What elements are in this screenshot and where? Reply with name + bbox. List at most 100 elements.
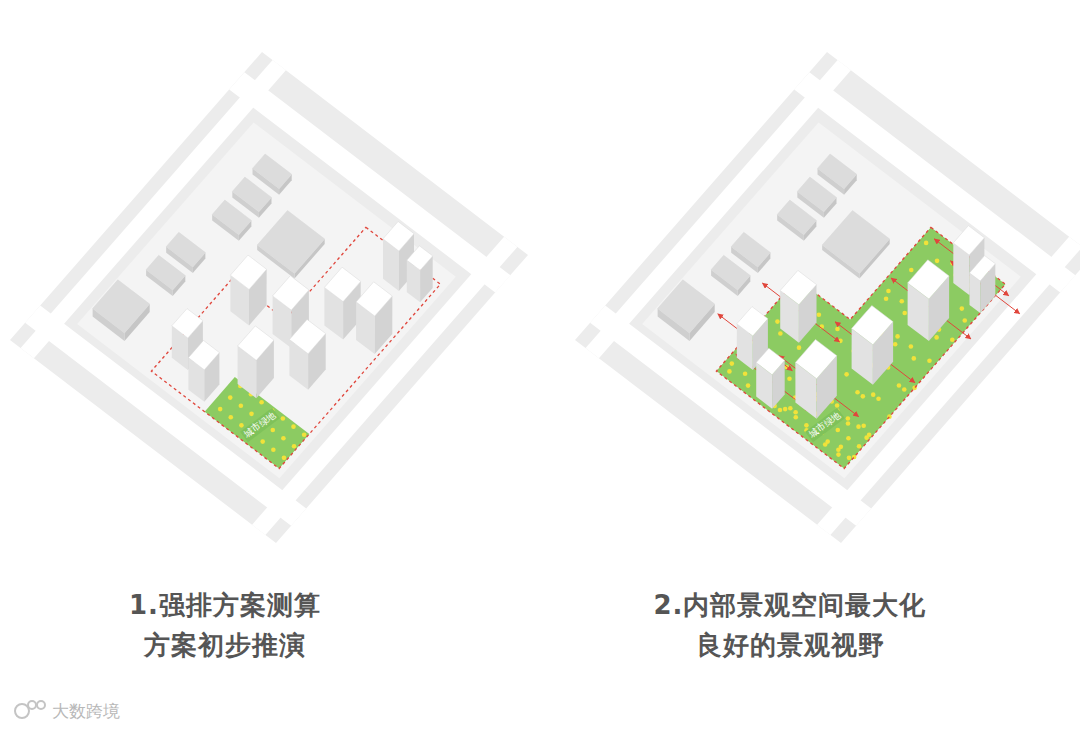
tree-dot	[912, 356, 917, 361]
tree-dot	[902, 387, 907, 392]
tree-dot	[871, 392, 876, 397]
caption-line: 方案初步推演	[144, 628, 306, 663]
caption-line: 良好的景观视野	[696, 628, 885, 663]
tree-dot	[825, 439, 830, 444]
tree-dot	[902, 311, 907, 316]
tree-dot	[239, 423, 244, 428]
building-top	[818, 154, 857, 189]
building-top	[711, 255, 750, 290]
landscape-area	[716, 227, 1005, 468]
ground	[10, 52, 528, 543]
tree-dot	[743, 371, 748, 376]
building-top	[852, 306, 894, 345]
tree-dot	[835, 428, 840, 433]
building-top	[253, 154, 292, 189]
tree-dot	[778, 408, 783, 413]
tree-dot	[876, 396, 881, 401]
building-top	[188, 340, 219, 369]
tree-dot	[861, 424, 866, 429]
building-top	[383, 222, 414, 252]
building-top	[93, 280, 150, 333]
tree-dot	[950, 337, 955, 342]
plan-one	[10, 52, 528, 543]
site-boundary	[151, 227, 440, 468]
tree-dot	[924, 241, 929, 246]
building-top	[737, 307, 768, 336]
tree-dot	[260, 439, 265, 444]
tree-dot	[302, 432, 307, 437]
building-top	[970, 256, 996, 281]
building-top	[257, 211, 325, 274]
building-top	[731, 232, 770, 267]
watermark: 大数跨境	[52, 700, 120, 723]
block	[77, 122, 456, 478]
building-top	[953, 226, 984, 255]
tree-dot	[897, 383, 902, 388]
tree-dot	[893, 342, 898, 347]
tree-dot	[788, 406, 793, 411]
tree-dot	[847, 456, 852, 461]
tree-dot	[281, 416, 286, 421]
building-top	[795, 340, 836, 379]
tree-dot	[817, 312, 822, 317]
tree-dot	[857, 444, 862, 449]
tree-dot	[909, 344, 914, 349]
tree-dot	[867, 432, 872, 437]
building-top	[273, 276, 309, 310]
tree-dot	[884, 297, 889, 302]
tree-dot	[846, 436, 851, 441]
tree-dot	[934, 335, 939, 340]
building-top	[780, 270, 816, 304]
tree-dot	[836, 447, 841, 452]
tree-dot	[962, 318, 967, 323]
tree-dot	[218, 407, 223, 412]
tree-dot	[793, 415, 798, 420]
tree-dot	[727, 369, 732, 374]
building-top	[822, 211, 890, 274]
tree-dot	[249, 412, 254, 417]
building-top	[212, 200, 251, 235]
tree-dot	[846, 416, 851, 421]
tree-dot	[793, 410, 798, 415]
tree-dot	[836, 452, 841, 457]
building-top	[238, 326, 274, 360]
building-top	[407, 246, 433, 270]
tree-dot	[960, 306, 965, 311]
building-top	[232, 177, 271, 212]
block	[642, 122, 1021, 478]
building-top	[289, 319, 325, 353]
tree-dot	[844, 372, 849, 377]
tree-dot	[271, 447, 276, 452]
building-top	[172, 309, 203, 338]
tree-dot	[804, 423, 809, 428]
tree-dot	[909, 268, 914, 273]
tree-dot	[291, 424, 296, 429]
building-top	[797, 177, 836, 212]
tree-dot	[861, 394, 866, 399]
tree-dot	[935, 259, 940, 264]
site-boundary	[716, 227, 1005, 468]
tree-dot	[856, 424, 861, 429]
building-top	[658, 280, 715, 333]
tree-dot	[228, 395, 233, 400]
building-top	[166, 232, 205, 267]
tree-dot	[730, 361, 735, 366]
tree-dot	[239, 403, 244, 408]
tree-dot	[899, 299, 904, 304]
caption-line: 1.强排方案测算	[129, 588, 321, 623]
tree-dot	[886, 289, 891, 294]
tree-dot	[797, 345, 802, 350]
ground	[575, 52, 1080, 543]
tree-dot	[228, 415, 233, 420]
tree-dot	[778, 331, 783, 336]
building-top	[356, 282, 392, 316]
tree-dot	[835, 327, 840, 332]
caption-line: 2.内部景观空间最大化	[654, 588, 927, 623]
tree-dot	[846, 421, 851, 426]
tree-dot	[775, 319, 780, 324]
tree-dot	[787, 377, 792, 382]
tree-dot	[783, 407, 788, 412]
tree-dot	[292, 444, 297, 449]
watermark-icon	[15, 701, 45, 718]
